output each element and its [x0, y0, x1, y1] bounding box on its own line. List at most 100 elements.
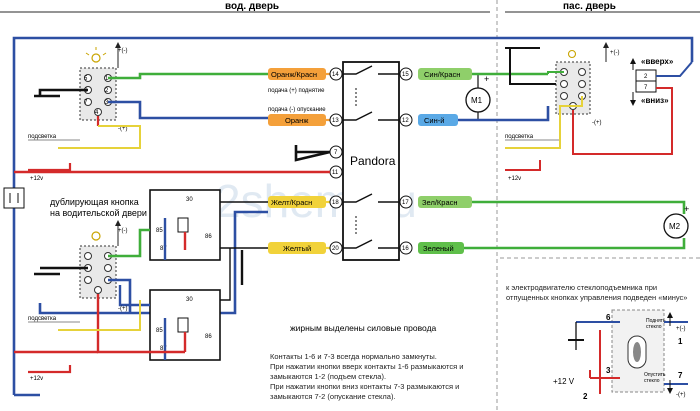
mini-pin2: 2	[583, 392, 588, 401]
sw-top-pin7: 7	[84, 100, 88, 106]
pin-12: 12	[399, 113, 413, 127]
pass-backlight-label: подсветка	[505, 134, 534, 140]
svg-text:2: 2	[644, 74, 648, 80]
fuse-icon	[3, 187, 25, 209]
mini-pin7: 7	[678, 371, 683, 380]
svg-text:При нажатии кнопки вниз контак: При нажатии кнопки вниз контакты 7-3 раз…	[270, 382, 459, 391]
svg-text:12: 12	[402, 118, 409, 124]
svg-text:15: 15	[402, 72, 409, 78]
svg-text:Поднять: Поднять	[646, 318, 666, 324]
pass-yellow	[505, 96, 583, 149]
pin-13: 13	[329, 113, 343, 127]
header-passenger-door: пас. дверь	[563, 1, 616, 12]
dup-button-label-2: на водительской двери	[50, 208, 147, 218]
svg-text:Зеленый: Зеленый	[423, 244, 454, 253]
mini-down-arrow-icon	[667, 388, 673, 394]
relay2-in	[118, 285, 150, 307]
svg-text:86: 86	[205, 334, 212, 340]
pass-plus-minus: +(-)	[610, 50, 620, 56]
svg-text:86: 86	[205, 234, 212, 240]
sw-bottom-minus-plus: -(+)	[118, 306, 128, 312]
mini-v12: +12 V	[553, 377, 575, 386]
blue-wire-sw-top	[108, 100, 268, 120]
wire-label-p15: Син/Красн	[418, 68, 472, 80]
minus-signal-label: подача (-) опускание	[268, 107, 326, 113]
svg-text:замыкаются 1-2 (подъем стекла): замыкаются 1-2 (подъем стекла).	[270, 372, 386, 381]
lamp-icon-top	[85, 47, 107, 63]
mini-pin6: 6	[606, 313, 611, 322]
blue-pass-wire	[458, 106, 550, 122]
svg-text:11: 11	[332, 170, 339, 176]
svg-text:30: 30	[186, 297, 193, 303]
relay2-link	[220, 248, 231, 301]
svg-text:стекло: стекло	[646, 324, 662, 330]
svg-text:При нажатии кнопки вверх конта: При нажатии кнопки вверх контакты 1-6 ра…	[270, 362, 463, 371]
motor-note: к электродвигателю стеклоподъемника при …	[506, 283, 687, 302]
dup-button-label-1: дублирующая кнопка	[50, 197, 139, 207]
mini-pin1: 1	[678, 337, 683, 346]
svg-text:7: 7	[644, 85, 648, 91]
motor-m1: M1 +	[465, 74, 491, 113]
svg-text:Опустить: Опустить	[644, 372, 666, 378]
plus-signal-label: подача (+) поднятие	[268, 88, 325, 94]
yellow-backlight-top	[58, 125, 141, 149]
svg-text:Син/Красн: Син/Красн	[424, 70, 460, 79]
v12-label-top: +12v	[30, 176, 43, 182]
green-wire-m2	[472, 200, 686, 214]
mini-switch-diagram: Поднять стекло Опустить стекло	[611, 309, 666, 393]
header-driver-door: вод. дверь	[225, 1, 279, 12]
pin-16: 16	[399, 241, 413, 255]
svg-text:M1: M1	[471, 96, 483, 105]
sw-top-minus-plus: -(+)	[118, 126, 128, 132]
pass-red-12v	[505, 160, 541, 171]
svg-text:85: 85	[156, 228, 163, 234]
svg-text:20: 20	[332, 246, 339, 252]
pass-v12-label: +12v	[508, 176, 521, 182]
svg-text:к электродвигателю стеклоподъе: к электродвигателю стеклоподъемника при	[506, 283, 657, 292]
pin-15: 15	[399, 67, 413, 81]
svg-text:стекло: стекло	[644, 378, 660, 384]
pass-minus-plus: -(+)	[592, 120, 602, 126]
driver-switch-bottom[interactable]	[79, 245, 117, 299]
pin-18: 18	[329, 195, 343, 209]
svg-text:Контакты 1-6 и 7-3 всегда норм: Контакты 1-6 и 7-3 всегда нормально замк…	[270, 352, 437, 361]
v12-label-bottom: +12v	[30, 376, 43, 382]
sw-top-pin3: 3	[105, 100, 109, 106]
down-label: «вниз»	[641, 96, 669, 105]
pass-black-wire	[509, 48, 556, 85]
svg-text:Pandora: Pandora	[350, 154, 396, 168]
blue-bus-wire	[12, 36, 694, 395]
green-wire-m2-b	[464, 238, 686, 250]
sw-top-pin4: 4	[95, 110, 99, 116]
green-wire-sw-bottom	[108, 228, 150, 258]
svg-text:замыкаются 7-2 (опускание стек: замыкаются 7-2 (опускание стекла).	[270, 392, 396, 401]
svg-text:14: 14	[332, 72, 339, 78]
up-arrow-icon-bottom	[115, 220, 121, 226]
svg-text:87: 87	[160, 246, 167, 252]
pin-14: 14	[329, 67, 343, 81]
svg-text:Желтый: Желтый	[283, 244, 311, 253]
wire-label-p12: Син-й	[418, 114, 458, 126]
wire-label-p14: Оранж/Красн	[268, 68, 326, 80]
svg-text:18: 18	[332, 200, 339, 206]
svg-text:Оранж/Красн: Оранж/Красн	[271, 70, 317, 79]
pass-green-stub	[547, 71, 564, 74]
svg-text:Желт/Красн: Желт/Красн	[271, 198, 312, 207]
wire-label-p20: Желтый	[268, 242, 326, 254]
wire-label-p18: Желт/Красн	[268, 196, 326, 208]
driver-switch-top[interactable]: 5 6 7 1 2 3 4	[79, 67, 117, 121]
svg-text:30: 30	[186, 197, 193, 203]
ground-pin7	[294, 145, 331, 162]
lamp-icon-pass	[567, 49, 577, 59]
pass-blue-up	[656, 61, 693, 77]
wire-label-p16: Зеленый	[418, 242, 464, 254]
pass-red	[572, 87, 673, 155]
green-wire-sw-top	[108, 72, 268, 80]
backlight-label-top: подсветка	[28, 134, 57, 140]
contacts-note: Контакты 1-6 и 7-3 всегда нормально замк…	[270, 352, 463, 401]
svg-text:+: +	[484, 74, 489, 84]
svg-text:отпущенных кнопках управления: отпущенных кнопках управления подведен «…	[506, 293, 687, 302]
pin-17: 17	[399, 195, 413, 209]
blue-wire-sw-bottom	[108, 278, 132, 313]
